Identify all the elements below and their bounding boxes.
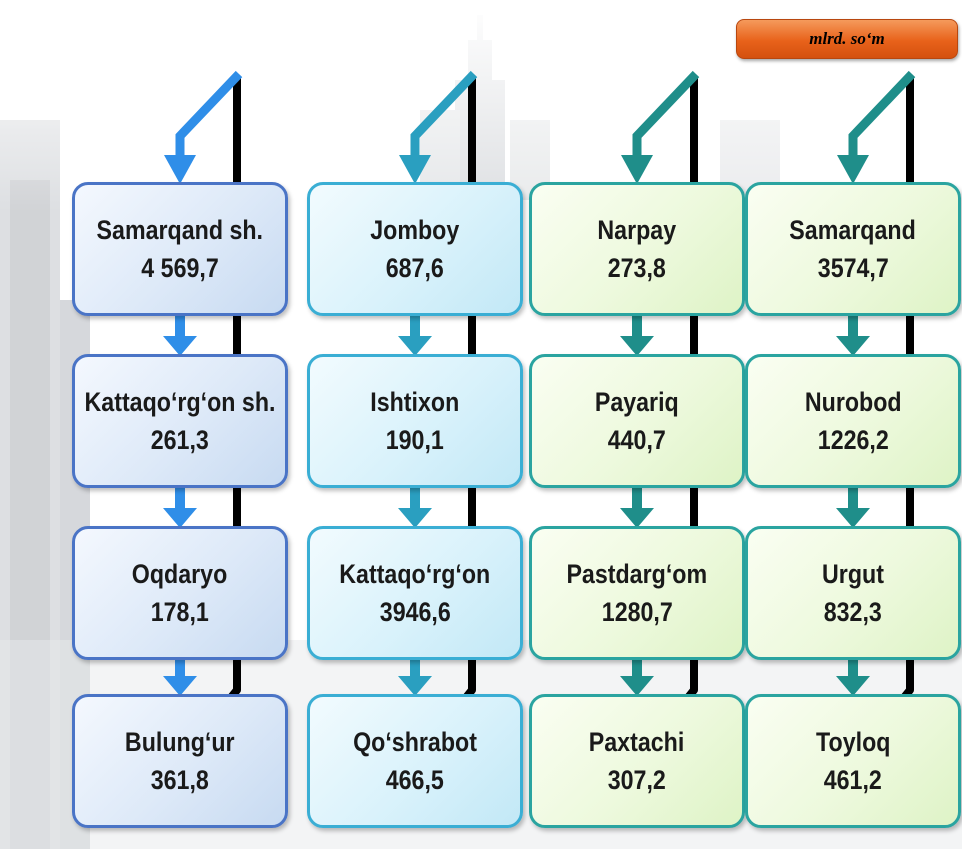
unit-label: mlrd. so‘m [809,29,885,48]
down-arrow-head [163,676,197,696]
region-name: Urgut [822,559,884,589]
region-value: 361,8 [150,765,210,795]
down-arrows [163,314,870,696]
down-arrow-head [620,508,654,528]
top-arrow-shaft [848,70,916,160]
down-arrow-shaft [175,314,185,338]
region-name: Paxtachi [589,727,685,757]
top-arrow-head [399,155,431,184]
down-arrow-shaft [410,486,420,510]
down-arrow-head [836,336,870,356]
region-name: Qo‘shrabot [353,727,477,757]
region-node: Ishtixon 190,1 [307,354,523,488]
top-arrow-shaft [410,70,478,160]
region-value: 3946,6 [379,597,451,627]
region-name: Toyloq [815,727,891,757]
top-arrow-shaft [175,70,243,160]
region-node: Samarqand 3574,7 [745,182,961,316]
region-name: Samarqand sh. [96,215,264,245]
region-value: 4 569,7 [141,253,219,283]
region-node: Narpay 273,8 [529,182,745,316]
region-node: Toyloq 461,2 [745,694,961,828]
region-value: 440,7 [607,425,667,455]
top-arrow-head [164,155,196,184]
region-node: Qo‘shrabot 466,5 [307,694,523,828]
region-node: Oqdaryo 178,1 [72,526,288,660]
region-value: 466,5 [385,765,445,795]
region-node: Pastdarg‘om 1280,7 [529,526,745,660]
down-arrow-head [398,336,432,356]
region-value: 687,6 [385,253,445,283]
down-arrow-head [398,508,432,528]
region-node: Urgut 832,3 [745,526,961,660]
down-arrow-shaft [175,658,185,678]
down-arrow-shaft [410,314,420,338]
down-arrow-head [163,336,197,356]
region-value: 178,1 [150,597,210,627]
down-arrow-shaft [632,658,642,678]
region-name: Jomboy [370,215,460,245]
region-value: 461,2 [823,765,883,795]
region-name: Payariq [595,387,679,417]
region-node: Bulung‘ur 361,8 [72,694,288,828]
region-value: 273,8 [607,253,667,283]
unit-badge: mlrd. so‘m [736,19,958,59]
top-arrow-head [621,155,653,184]
region-node: Nurobod 1226,2 [745,354,961,488]
top-arrows [164,70,916,184]
top-arrow-head [837,155,869,184]
region-name: Pastdarg‘om [566,559,708,589]
region-name: Samarqand [789,215,917,245]
down-arrow-head [620,336,654,356]
region-value: 3574,7 [817,253,889,283]
region-value: 1280,7 [601,597,673,627]
region-value: 832,3 [823,597,883,627]
region-node: Jomboy 687,6 [307,182,523,316]
region-name: Kattaqo‘rg‘on sh. [84,387,276,417]
down-arrow-shaft [632,486,642,510]
region-name: Narpay [597,215,677,245]
down-arrow-shaft [632,314,642,338]
down-arrow-shaft [410,658,420,678]
region-name: Ishtixon [370,387,460,417]
region-value: 190,1 [385,425,445,455]
region-value: 261,3 [150,425,210,455]
down-arrow-shaft [848,658,858,678]
region-node: Kattaqo‘rg‘on 3946,6 [307,526,523,660]
down-arrow-head [836,508,870,528]
region-value: 1226,2 [817,425,889,455]
region-name: Oqdaryo [132,559,228,589]
down-arrow-head [398,676,432,696]
region-name: Nurobod [804,387,902,417]
region-node: Samarqand sh. 4 569,7 [72,182,288,316]
down-arrow-shaft [848,314,858,338]
down-arrow-head [836,676,870,696]
down-arrow-shaft [848,486,858,510]
down-arrow-head [163,508,197,528]
down-arrow-shaft [175,486,185,510]
region-name: Kattaqo‘rg‘on [339,559,491,589]
top-arrow-shaft [632,70,700,160]
region-node: Paxtachi 307,2 [529,694,745,828]
down-arrow-head [620,676,654,696]
region-name: Bulung‘ur [125,727,235,757]
region-node: Payariq 440,7 [529,354,745,488]
region-node: Kattaqo‘rg‘on sh. 261,3 [72,354,288,488]
region-value: 307,2 [607,765,667,795]
